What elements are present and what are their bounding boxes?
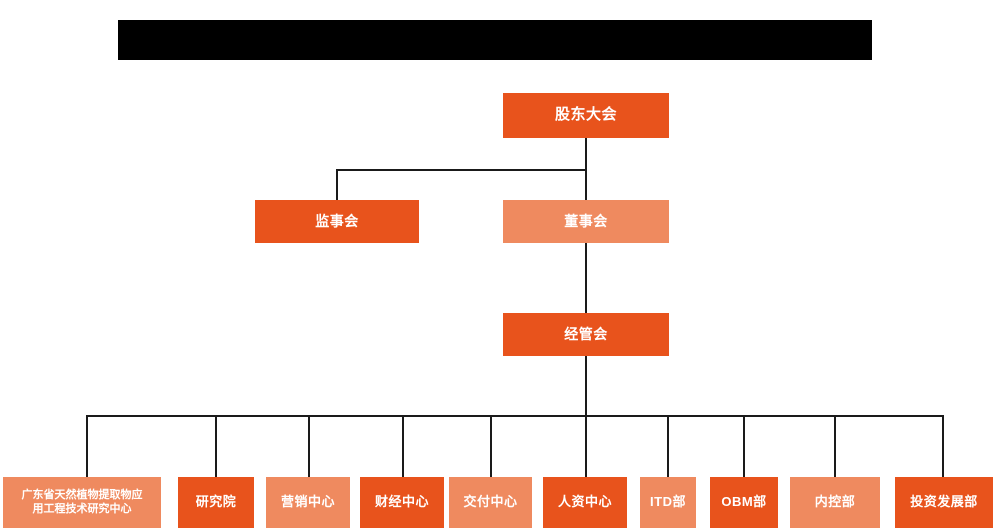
connector-drop-dept-3 [308, 415, 310, 477]
connector-directors-to-management [585, 243, 587, 313]
connector-drop-dept-1 [86, 415, 88, 477]
node-shareholders-meeting[interactable]: 股东大会 [503, 93, 669, 138]
node-dept-research-institute[interactable]: 研究院 [178, 477, 254, 528]
node-dept-delivery-center[interactable]: 交付中心 [449, 477, 532, 528]
connector-drop-dept-6 [585, 415, 587, 477]
connector-shareholders-to-bus [585, 138, 587, 170]
dept-label-line-2: 用工程技术研究中心 [32, 502, 132, 515]
connector-drop-dept-7 [667, 415, 669, 477]
node-dept-marketing-center[interactable]: 营销中心 [266, 477, 350, 528]
connector-drop-dept-2 [215, 415, 217, 477]
node-dept-finance-center[interactable]: 财经中心 [360, 477, 444, 528]
redacted-title-bar [118, 20, 872, 60]
node-dept-hr-center[interactable]: 人资中心 [543, 477, 627, 528]
connector-drop-dept-4 [402, 415, 404, 477]
node-dept-research-center-guangdong[interactable]: 广东省天然植物提取物应 用工程技术研究中心 [3, 477, 161, 528]
node-dept-itd[interactable]: ITD部 [640, 477, 696, 528]
node-board-of-supervisors[interactable]: 监事会 [255, 200, 419, 243]
connector-management-to-dept-bus [585, 356, 587, 417]
connector-drop-dept-5 [490, 415, 492, 477]
node-board-of-directors[interactable]: 董事会 [503, 200, 669, 243]
connector-department-bus [86, 415, 943, 417]
connector-drop-supervisors [336, 169, 338, 201]
node-dept-obm[interactable]: OBM部 [710, 477, 778, 528]
node-dept-investment-development[interactable]: 投资发展部 [895, 477, 993, 528]
dept-label-line-1: 广东省天然植物提取物应 [21, 488, 143, 501]
connector-drop-dept-10 [942, 415, 944, 477]
connector-drop-dept-9 [834, 415, 836, 477]
node-dept-internal-control[interactable]: 内控部 [790, 477, 880, 528]
connector-bus-level-2 [336, 169, 587, 171]
node-management-committee[interactable]: 经管会 [503, 313, 669, 356]
connector-drop-dept-8 [743, 415, 745, 477]
connector-drop-directors [585, 169, 587, 201]
